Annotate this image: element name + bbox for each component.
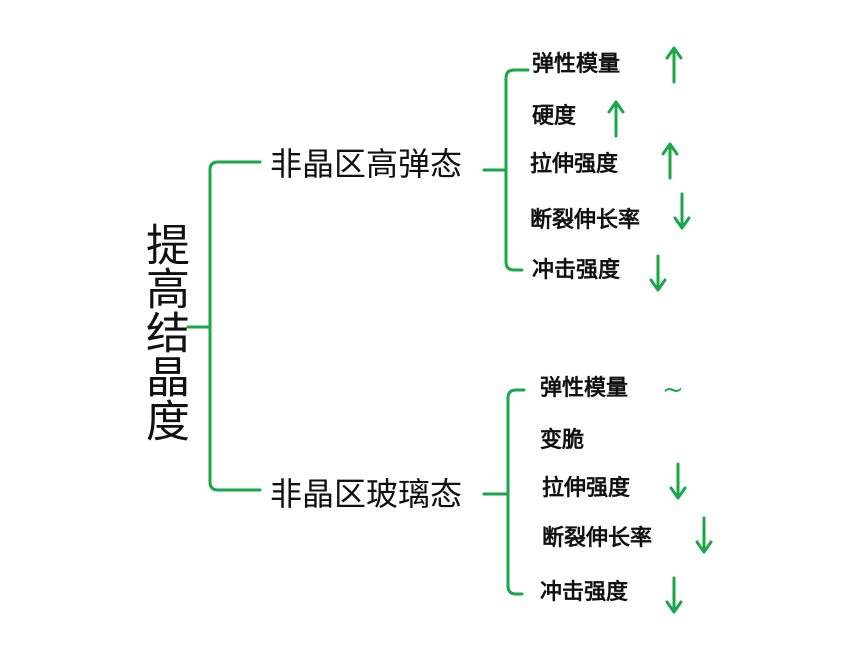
- leaf-elongation-at-break-glassy: 断裂伸长率: [542, 525, 653, 551]
- leaf-tensile-strength: 拉伸强度: [530, 151, 619, 177]
- tilde-unchanged-symbol: ~: [662, 375, 684, 405]
- arrow-down-icon: [649, 254, 667, 292]
- arrow-down-icon: [669, 462, 687, 500]
- leaf-elongation-at-break: 断裂伸长率: [530, 207, 641, 233]
- arrow-up-icon: [661, 142, 679, 180]
- arrow-down-icon: [695, 516, 713, 554]
- leaf-elastic-modulus: 弹性模量: [532, 51, 621, 77]
- branch-1-bracket: [504, 68, 530, 272]
- arrow-up-icon: [665, 46, 683, 84]
- leaf-hardness: 硬度: [532, 103, 577, 129]
- branch-2-bracket: [506, 388, 526, 596]
- leaf-elastic-modulus-glassy: 弹性模量: [540, 375, 629, 401]
- arrow-down-icon: [665, 576, 683, 614]
- leaf-impact-strength: 冲击强度: [532, 257, 621, 283]
- root-bracket: [208, 160, 262, 492]
- leaf-tensile-strength-glassy: 拉伸强度: [542, 475, 631, 501]
- branch-title-rubbery: 非晶区高弹态: [270, 145, 463, 183]
- branch-title-glassy: 非晶区玻璃态: [270, 475, 463, 513]
- leaf-brittle: 变脆: [540, 427, 585, 453]
- arrow-down-icon: [673, 192, 691, 230]
- root-title: 提高结晶度: [138, 222, 189, 442]
- arrow-up-icon: [607, 100, 625, 138]
- leaf-impact-strength-glassy: 冲击强度: [540, 579, 629, 605]
